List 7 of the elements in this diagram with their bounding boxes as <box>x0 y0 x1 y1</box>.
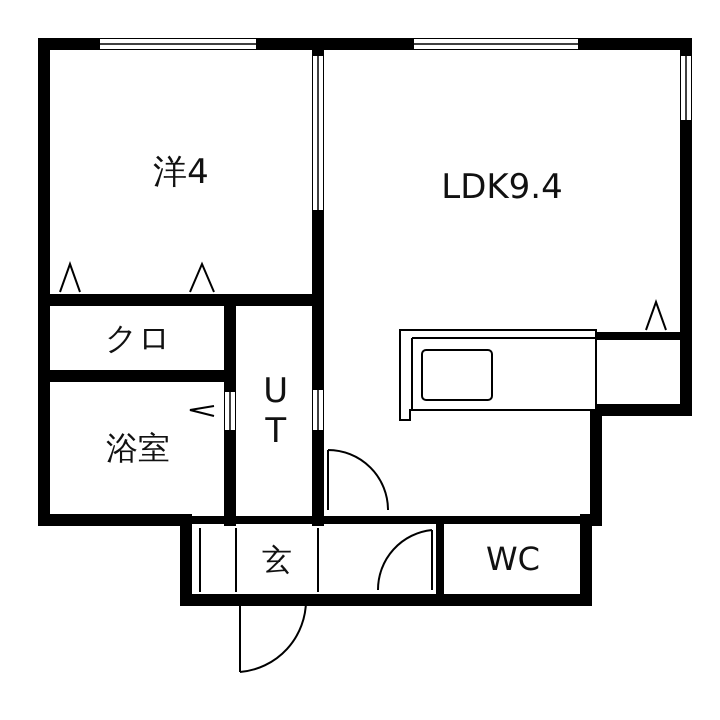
room-label: 洋4 <box>50 50 312 296</box>
room-label: LDK9.4 <box>324 50 680 326</box>
room-label: クロ <box>50 306 226 372</box>
room-label: 玄 <box>238 524 316 596</box>
room-label: 浴室 <box>50 382 226 516</box>
room-label: WC <box>444 524 582 596</box>
room-label: UT <box>236 306 314 516</box>
